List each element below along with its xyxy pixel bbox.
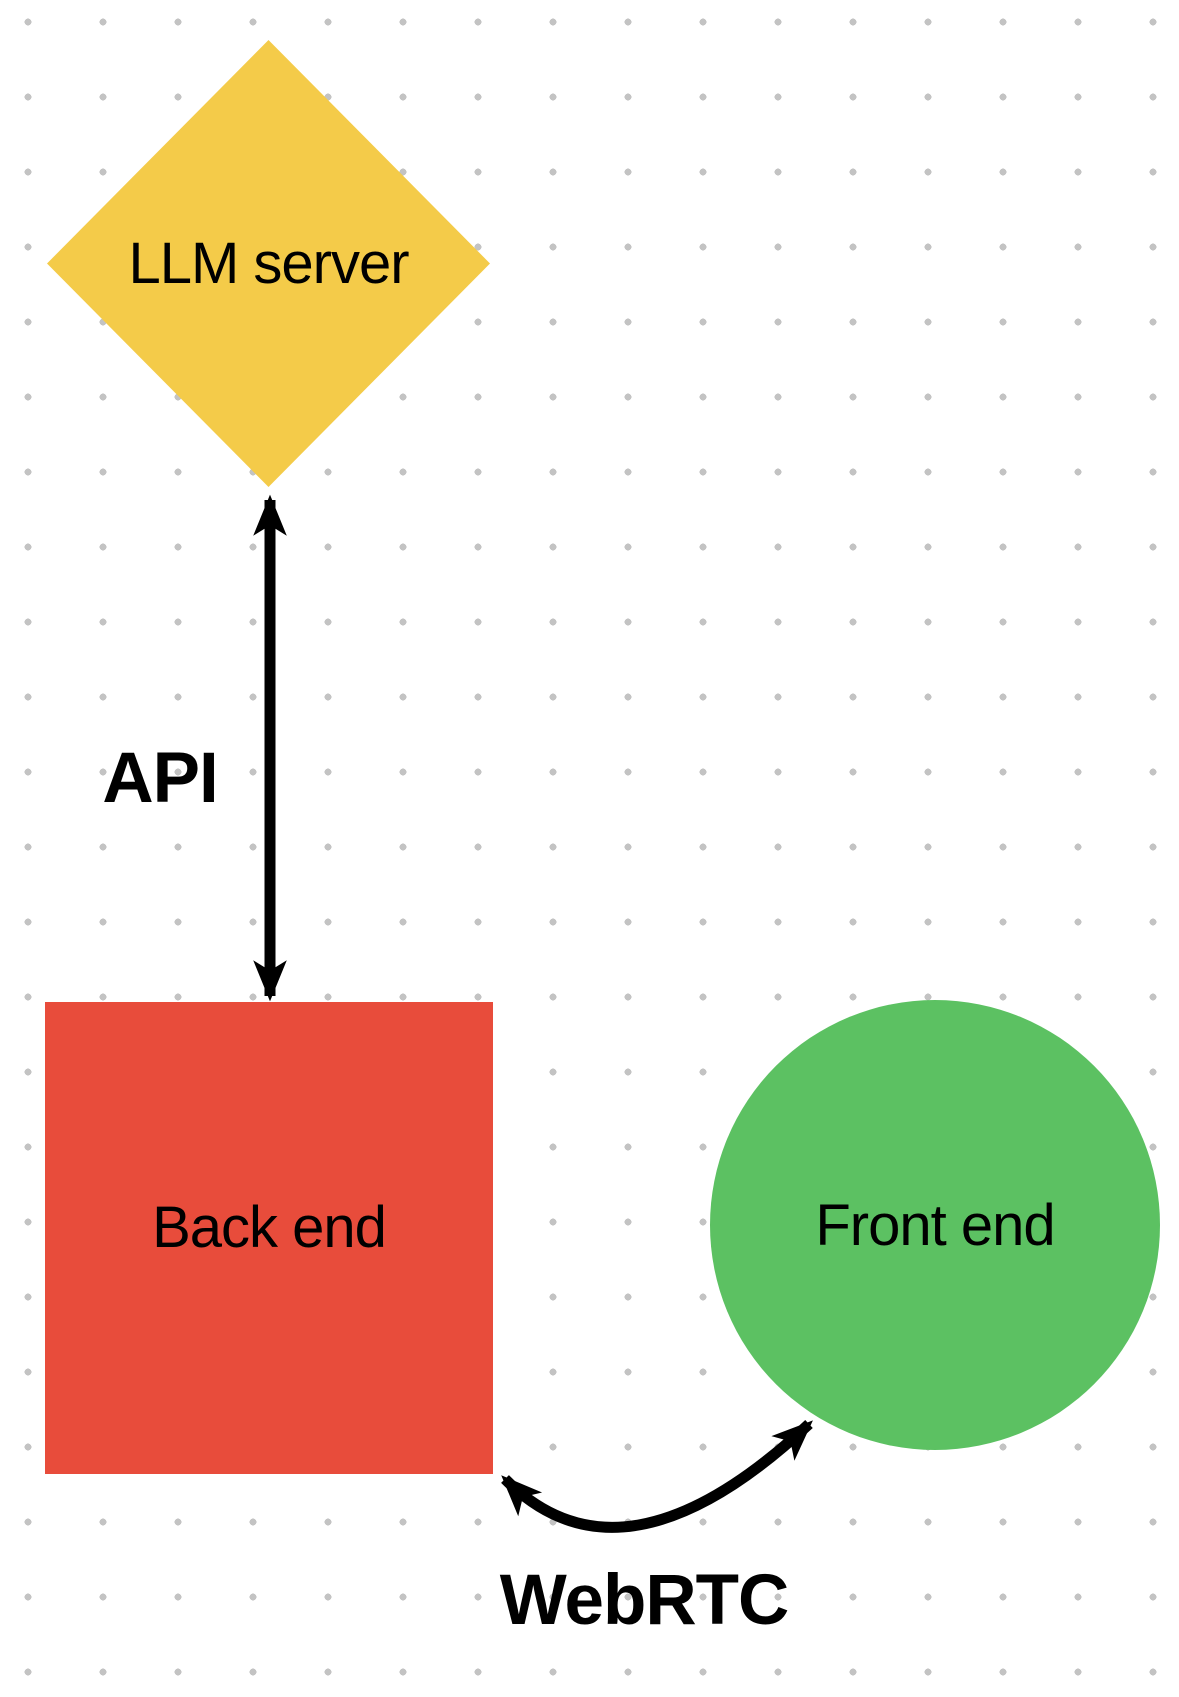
front-end-circle[interactable] — [710, 1000, 1160, 1450]
api-edge-label: API — [102, 739, 218, 818]
back-end-square[interactable] — [45, 1002, 493, 1474]
llm-server-diamond[interactable] — [47, 40, 490, 487]
webrtc-double-arrow[interactable] — [501, 1419, 813, 1533]
webrtc-edge-label: WebRTC — [499, 1561, 790, 1640]
